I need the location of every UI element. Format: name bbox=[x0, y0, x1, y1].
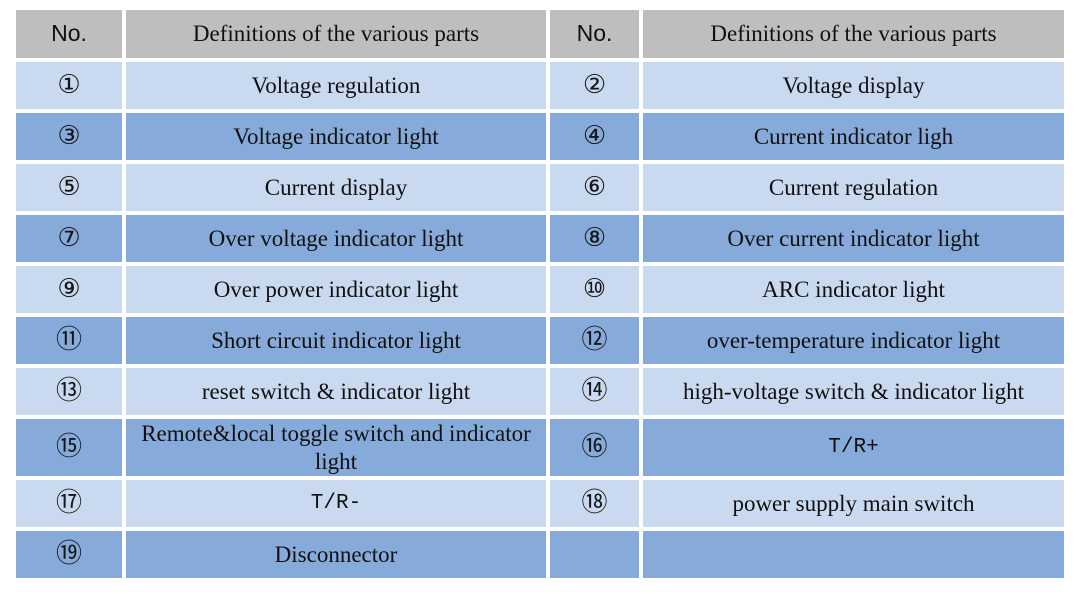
table-cell-number: ① bbox=[16, 62, 122, 109]
table-cell-definition: Voltage display bbox=[643, 62, 1064, 109]
table-cell-definition: Short circuit indicator light bbox=[126, 317, 546, 364]
column-header-no-left: No. bbox=[16, 10, 122, 58]
table-cell-definition: T/R- bbox=[126, 480, 546, 528]
column-header-def-right: Definitions of the various parts bbox=[643, 10, 1064, 58]
table-cell-definition: Voltage indicator light bbox=[126, 113, 546, 160]
table-cell-number: ③ bbox=[16, 113, 122, 160]
table-cell-number: ⑱ bbox=[550, 480, 639, 528]
table-cell-number: ② bbox=[550, 62, 639, 109]
table-cell-number: ⑬ bbox=[16, 368, 122, 415]
table-cell-definition: Current regulation bbox=[643, 164, 1064, 211]
table-cell-number bbox=[550, 531, 639, 579]
column-header-no-right: No. bbox=[550, 10, 639, 58]
table-cell-number: ⑪ bbox=[16, 317, 122, 364]
table-cell-definition: Over current indicator light bbox=[643, 215, 1064, 262]
table-cell-definition: ARC indicator light bbox=[643, 266, 1064, 313]
table-cell-number: ⑰ bbox=[16, 480, 122, 528]
table-cell-number: ⑥ bbox=[550, 164, 639, 211]
table-cell-number: ⑤ bbox=[16, 164, 122, 211]
table-cell-definition: Voltage regulation bbox=[126, 62, 546, 109]
table-cell-definition: reset switch & indicator light bbox=[126, 368, 546, 415]
table-cell-definition: Current display bbox=[126, 164, 546, 211]
parts-table-grid: No. Definitions of the various parts No.… bbox=[16, 10, 1064, 579]
column-header-def-left: Definitions of the various parts bbox=[126, 10, 546, 58]
table-cell-definition: power supply main switch bbox=[643, 480, 1064, 528]
table-cell-number: ⑲ bbox=[16, 531, 122, 579]
table-cell-number: ④ bbox=[550, 113, 639, 160]
table-cell-definition: Over voltage indicator light bbox=[126, 215, 546, 262]
parts-definition-table: No. Definitions of the various parts No.… bbox=[16, 10, 1064, 579]
table-cell-definition bbox=[643, 531, 1064, 579]
table-cell-number: ⑮ bbox=[16, 419, 122, 477]
table-cell-number: ⑯ bbox=[550, 419, 639, 477]
table-cell-definition: Remote&local toggle switch and indicator… bbox=[126, 419, 546, 477]
table-cell-definition: Disconnector bbox=[126, 531, 546, 579]
table-cell-definition: Over power indicator light bbox=[126, 266, 546, 313]
table-cell-number: ⑧ bbox=[550, 215, 639, 262]
table-cell-definition: high-voltage switch & indicator light bbox=[643, 368, 1064, 415]
table-cell-definition: over-temperature indicator light bbox=[643, 317, 1064, 364]
table-cell-number: ⑦ bbox=[16, 215, 122, 262]
table-cell-definition: T/R+ bbox=[643, 419, 1064, 477]
table-cell-number: ⑩ bbox=[550, 266, 639, 313]
table-cell-definition: Current indicator ligh bbox=[643, 113, 1064, 160]
table-cell-number: ⑭ bbox=[550, 368, 639, 415]
table-cell-number: ⑫ bbox=[550, 317, 639, 364]
table-cell-number: ⑨ bbox=[16, 266, 122, 313]
